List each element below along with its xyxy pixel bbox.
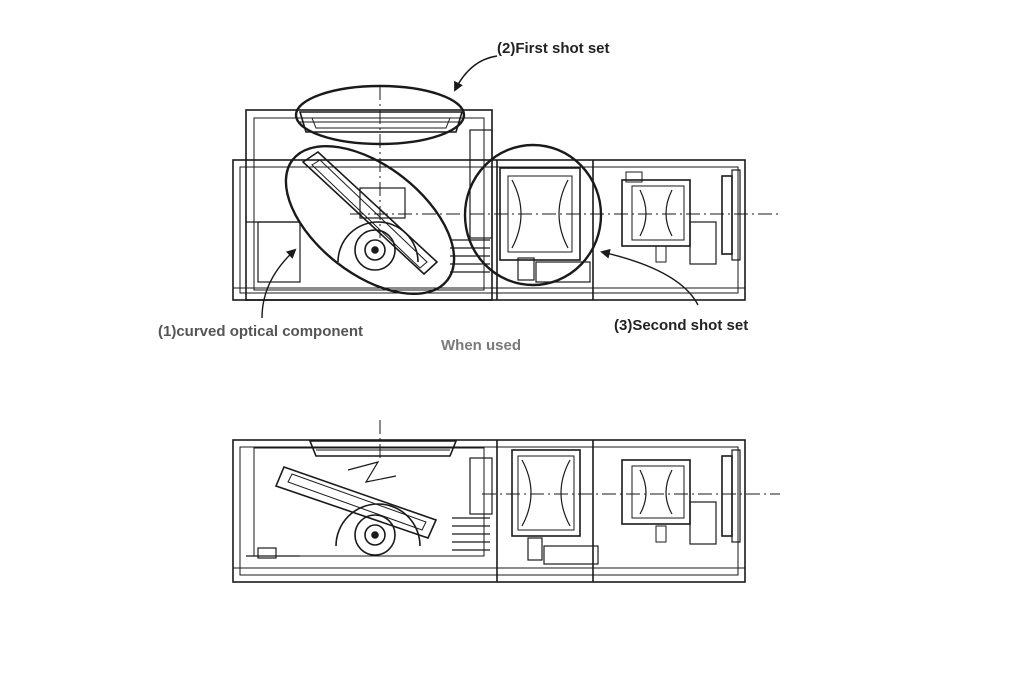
top-spring: [450, 129, 493, 273]
bottom-curved-optical-component: [274, 461, 438, 539]
top-image-sensor: [721, 169, 741, 261]
bottom-optical-axes: [379, 420, 780, 495]
top-hinge-wheel: [337, 187, 419, 271]
label-first-shot-set: (2)First shot set: [497, 40, 610, 57]
ellipse-curved-optical-component: [284, 144, 456, 296]
bottom-left-frame-details: [246, 547, 300, 559]
ellipse-first-shot-set: [294, 84, 466, 146]
top-third-lens-group: [621, 171, 717, 265]
label-curved-optical-component: (1)curved optical component: [158, 323, 363, 340]
bottom-third-lens-group: [621, 459, 717, 545]
top-left-frame-details: [246, 221, 301, 283]
top-second-shot-set-lens: [499, 167, 591, 283]
arrow-curved-optical-component: [261, 248, 297, 319]
arrow-second-shot-set: [600, 248, 699, 306]
caption-when-used: When used: [441, 337, 521, 354]
top-first-shot-set-lens: [298, 111, 464, 133]
ellipse-second-shot-set: [463, 143, 603, 287]
top-curved-optical-component: [301, 150, 439, 276]
top-leader-arrows: [261, 55, 699, 319]
label-second-shot-set: (3)Second shot set: [614, 317, 748, 334]
bottom-second-shot-set-lens: [511, 449, 599, 565]
top-optical-axes: [350, 86, 780, 238]
top-diagram-in-use: [232, 55, 780, 319]
bottom-hinge-wheel: [335, 503, 421, 556]
bottom-image-sensor: [721, 449, 741, 543]
top-highlight-ellipses: [284, 84, 603, 296]
bottom-spring: [452, 457, 493, 551]
arrow-first-shot-set: [454, 55, 498, 92]
bottom-housing: [232, 439, 746, 583]
bottom-first-shot-set-lens: [308, 440, 458, 457]
bottom-diagram-stowed: [232, 420, 780, 583]
